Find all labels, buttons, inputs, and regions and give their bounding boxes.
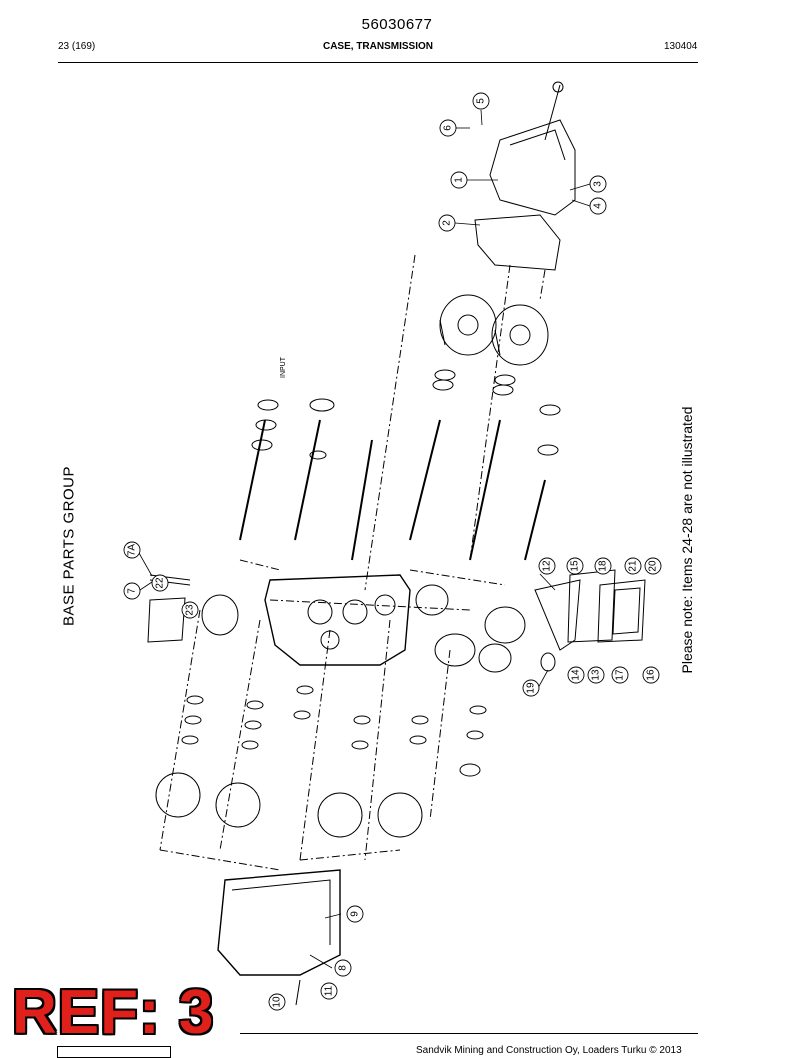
callout-label: 21 (628, 560, 639, 572)
callout-circle (439, 119, 457, 137)
callout-5: 5 (472, 92, 490, 110)
callout-label: 7A (127, 544, 138, 557)
callout-circle (438, 214, 456, 232)
callout-2: 2 (438, 214, 456, 232)
callout-circle (538, 557, 556, 575)
callout-21: 21 (624, 557, 642, 575)
callout-label: 17 (615, 669, 626, 681)
callout-circle (522, 679, 540, 697)
callout-circle (123, 582, 141, 600)
page-number: 23 (169) (58, 41, 96, 52)
callout-label: 2 (442, 220, 453, 226)
callout-18: 18 (594, 557, 612, 575)
callout-label: 15 (570, 560, 581, 572)
callout-23: 23 (181, 601, 199, 619)
callout-3: 3 (589, 175, 607, 193)
date-code: 130404 (664, 41, 698, 52)
ref-stamp: REF: 3 (12, 978, 215, 1047)
callout-label: 12 (542, 560, 553, 572)
callout-label: 11 (324, 985, 335, 996)
callout-9: 9 (346, 905, 364, 923)
callout-circle (642, 666, 660, 684)
callout-19: 19 (522, 679, 540, 697)
callout-label: 7 (127, 588, 138, 594)
callout-7a: 7A (123, 541, 141, 559)
callout-circle (123, 541, 141, 559)
callout-label: 8 (338, 965, 349, 971)
callout-circle (450, 171, 468, 189)
callout-circle (320, 982, 338, 1000)
callout-label: 5 (476, 98, 487, 104)
callout-label: 14 (571, 669, 582, 681)
callout-circle (611, 666, 629, 684)
footer-divider (240, 1033, 698, 1034)
callout-circle (567, 666, 585, 684)
callout-circle (644, 557, 662, 575)
document-number: 56030677 (361, 16, 433, 33)
callout-label: 3 (593, 181, 604, 187)
callout-15: 15 (566, 557, 584, 575)
callout-12: 12 (538, 557, 556, 575)
callout-circle (587, 666, 605, 684)
callout-22: 22 (151, 574, 169, 592)
callout-circle (346, 905, 364, 923)
callout-label: 4 (593, 203, 604, 209)
callout-circle (589, 175, 607, 193)
callout-1: 1 (450, 171, 468, 189)
callout-circle (268, 993, 286, 1011)
callout-14: 14 (567, 666, 585, 684)
copyright-text: Sandvik Mining and Construction Oy, Load… (416, 1045, 682, 1056)
callout-4: 4 (589, 197, 607, 215)
callout-circle (151, 574, 169, 592)
callout-label: 13 (591, 669, 602, 681)
callout-label: 1 (454, 177, 465, 183)
input-label: INPUT (280, 356, 287, 378)
callout-circle (181, 601, 199, 619)
callout-label: 20 (648, 560, 659, 572)
callout-label: 22 (155, 577, 166, 589)
callout-label: 10 (272, 996, 283, 1008)
callout-16: 16 (642, 666, 660, 684)
callout-label: 9 (350, 911, 361, 917)
callout-label: 18 (598, 560, 609, 572)
callout-circle (594, 557, 612, 575)
callout-circle (566, 557, 584, 575)
header-divider (58, 62, 698, 63)
callout-circle (334, 959, 352, 977)
callout-10: 10 (268, 993, 286, 1011)
callout-label: 23 (185, 604, 196, 616)
callout-circle (624, 557, 642, 575)
callout-17: 17 (611, 666, 629, 684)
callout-8: 8 (334, 959, 352, 977)
callout-20: 20 (644, 557, 662, 575)
callout-label: 19 (526, 682, 537, 694)
page-title: CASE, TRANSMISSION (322, 41, 433, 52)
callout-11: 11 (320, 982, 338, 1000)
brand-logo (57, 1046, 171, 1058)
callout-label: 6 (443, 125, 454, 131)
callout-circle (589, 197, 607, 215)
callout-6: 6 (439, 119, 457, 137)
callout-label: 16 (646, 669, 657, 681)
callout-circle (472, 92, 490, 110)
callout-7: 7 (123, 582, 141, 600)
callout-13: 13 (587, 666, 605, 684)
